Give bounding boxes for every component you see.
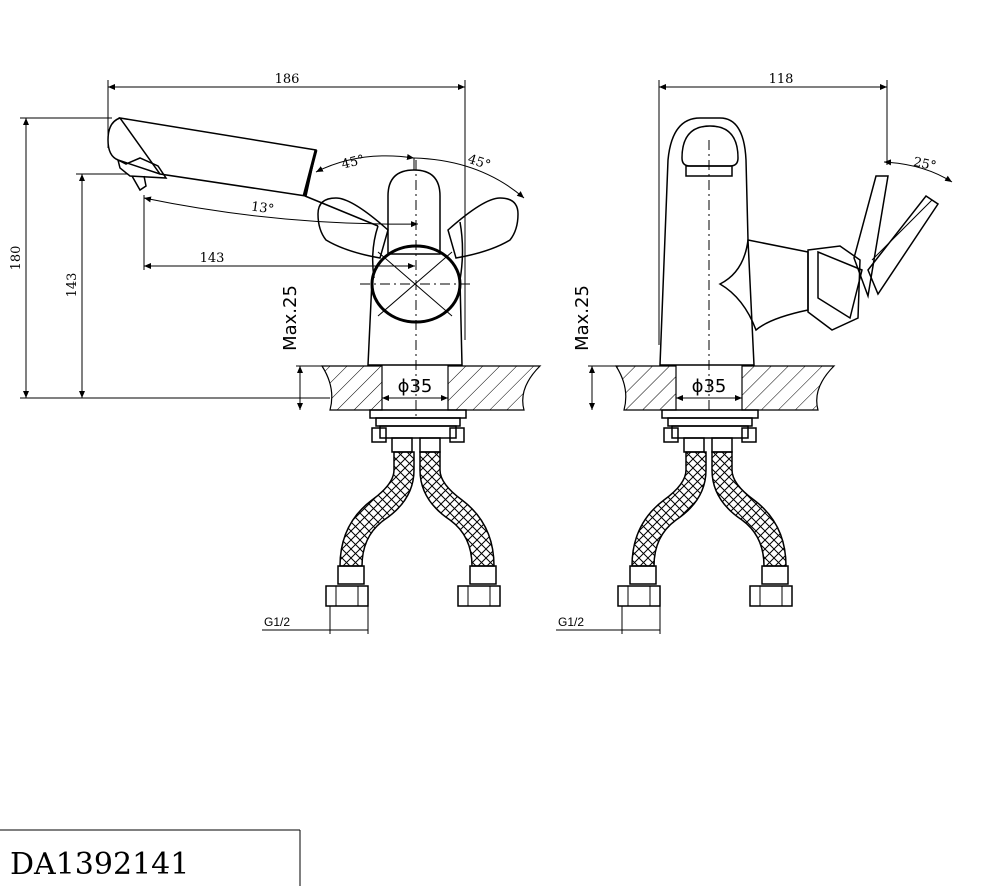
handle-angle-left-label: 45° [340,153,366,173]
height-dimension: 180 [9,246,24,271]
front-view: 186 180 143 143 13° [9,72,542,634]
spout-angle-label: 13° [250,200,275,218]
thread-size-label: G1/2 [264,615,290,629]
side-handle-angle-label: 25° [912,155,938,174]
model-number: DA1392141 [10,847,189,882]
side-thread-size-label: G1/2 [558,615,584,629]
side-hole-diameter: ϕ35 [692,376,727,397]
side-view: 118 25° Max.25 ϕ35 [556,72,953,634]
handle-angle-right-label: 45° [466,152,493,173]
width-dimension: 186 [275,72,300,87]
model-number-box: DA1392141 [0,829,301,886]
hole-diameter: ϕ35 [398,376,433,397]
spout-height-dimension: 143 [65,273,80,298]
spout-reach-dimension: 143 [200,251,225,266]
side-width-dimension: 118 [769,72,794,87]
side-max-deck-thickness: Max.25 [572,285,593,351]
max-deck-thickness: Max.25 [280,285,301,351]
